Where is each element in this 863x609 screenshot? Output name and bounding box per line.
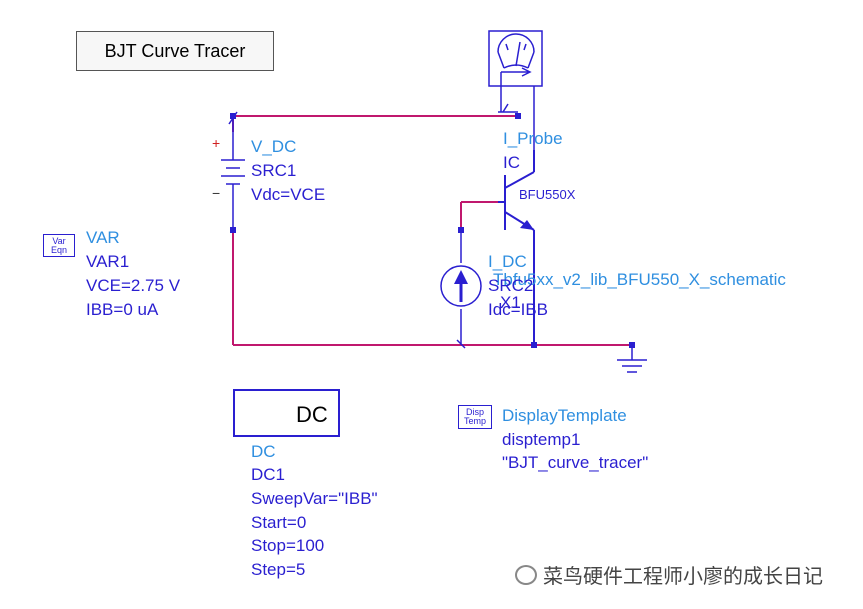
- vdc-source-symbol: [221, 111, 245, 230]
- vdc-minus-sign: −: [212, 185, 221, 201]
- watermark: 菜鸟硬件工程师小廖的成长日记: [515, 560, 823, 589]
- dc-stop: Stop=100: [251, 536, 325, 555]
- dc-start: Start=0: [251, 513, 307, 532]
- disp-value: "BJT_curve_tracer": [502, 453, 649, 472]
- probe-meter-symbol: [488, 30, 543, 150]
- probe-inst: IC: [503, 153, 520, 172]
- ground-symbol: [617, 345, 647, 373]
- dc-sweepvar: SweepVar="IBB": [251, 489, 378, 508]
- vdc-pin-bottom: [230, 227, 236, 233]
- idc-arrow: [454, 270, 468, 284]
- probe-name: I_Probe: [503, 129, 563, 148]
- junction-top-right: [515, 113, 521, 119]
- idc-inst: SRC2: [488, 276, 534, 295]
- dc-step: Step=5: [251, 560, 306, 579]
- vdc-plus-sign: +: [212, 135, 221, 151]
- vdc-inst: SRC1: [251, 161, 297, 180]
- bjt-lib: Tbfu5xx_v2_lib_BFU550_X_schematic: [493, 270, 786, 289]
- idc-param: Idc=IBB: [488, 300, 549, 319]
- var-inst: VAR1: [86, 252, 130, 271]
- bjt-inst: X1: [500, 293, 521, 312]
- vdc-param: Vdc=VCE: [251, 185, 326, 204]
- var-vce: VCE=2.75 V: [86, 276, 181, 295]
- bjt-symbol: [498, 150, 535, 345]
- title-label: BJT Curve Tracer: [76, 31, 274, 71]
- junction-base: [458, 227, 464, 233]
- dc-simulation-box[interactable]: [233, 389, 340, 437]
- dc-name: DC: [251, 442, 276, 461]
- var-name: VAR: [86, 228, 120, 247]
- idc-name: I_DC: [488, 252, 527, 271]
- bjt-model: BFU550X: [519, 187, 576, 202]
- vdc-name: V_DC: [251, 137, 297, 156]
- wechat-icon: [515, 564, 537, 585]
- bjt-emitter-arrow: [520, 220, 534, 230]
- disp-inst: disptemp1: [502, 430, 581, 449]
- vdc-pin-top: [230, 113, 236, 119]
- watermark-text: 菜鸟硬件工程师小廖的成长日记: [543, 566, 823, 588]
- junction-bottom: [531, 342, 537, 348]
- dc-box-label: DC: [296, 402, 328, 427]
- dc-inst: DC1: [251, 465, 286, 484]
- var-ibb: IBB=0 uA: [86, 300, 159, 319]
- disp-name: DisplayTemplate: [502, 406, 627, 425]
